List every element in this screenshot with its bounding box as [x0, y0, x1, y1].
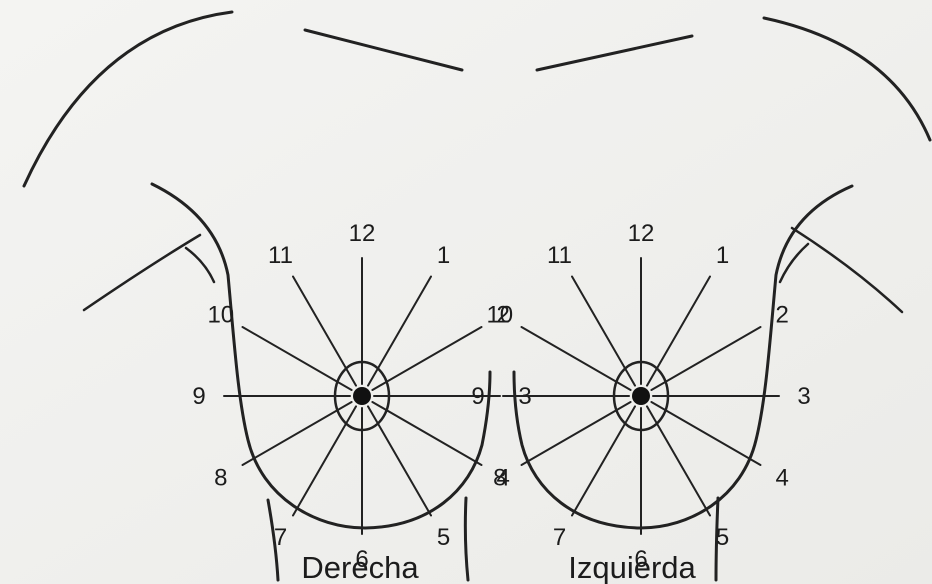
- clock-label-left-7: 7: [553, 524, 566, 551]
- clock-label-right-10: 10: [207, 302, 234, 329]
- clock-label-left-2: 2: [776, 302, 789, 329]
- clock-label-left-9: 9: [471, 383, 484, 410]
- clock-label-left-4: 4: [776, 465, 789, 492]
- clock-label-left-11: 11: [547, 242, 572, 269]
- clock-label-right-12: 12: [349, 220, 376, 247]
- clock-label-left-3: 3: [797, 383, 810, 410]
- clock-label-right-5: 5: [437, 524, 450, 551]
- side-label-right: Derecha: [301, 550, 419, 584]
- clock-label-left-12: 12: [628, 220, 655, 247]
- clock-label-left-8: 8: [493, 465, 506, 492]
- clock-label-left-5: 5: [716, 524, 729, 551]
- side-label-left: Izquierda: [568, 550, 696, 584]
- clock-label-right-8: 8: [214, 465, 227, 492]
- clock-label-right-1: 1: [437, 242, 450, 269]
- clock-label-left-10: 10: [486, 302, 513, 329]
- clock-label-right-11: 11: [268, 242, 293, 269]
- nipple-left: [632, 387, 650, 405]
- clock-label-right-9: 9: [192, 383, 205, 410]
- clock-label-right-7: 7: [274, 524, 287, 551]
- nipple-right: [353, 387, 371, 405]
- clock-label-left-1: 1: [716, 242, 729, 269]
